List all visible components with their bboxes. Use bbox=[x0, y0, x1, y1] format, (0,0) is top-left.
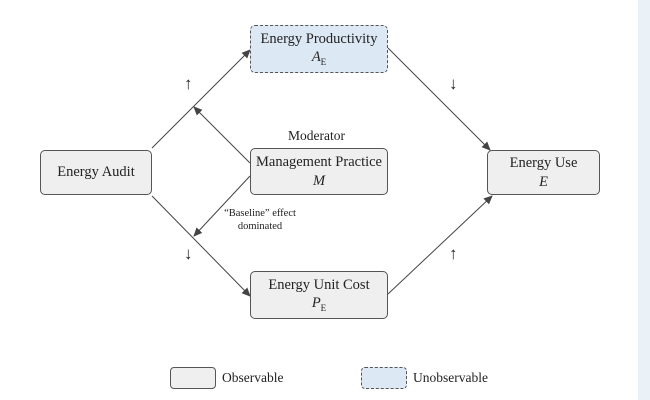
node-energy-unit-cost: Energy Unit Cost PE bbox=[250, 271, 388, 319]
node-label: Energy Unit Cost bbox=[268, 276, 370, 293]
arrow-productivity-to-energy-use bbox=[387, 47, 491, 151]
node-management-practice: Management Practice M bbox=[250, 148, 388, 195]
down-arrow-mark-unit-cost: ↓ bbox=[184, 244, 193, 263]
legend-observable-swatch bbox=[170, 367, 216, 389]
legend-observable-label: Observable bbox=[222, 370, 284, 385]
node-symbol: M bbox=[312, 172, 326, 189]
node-symbol: AE bbox=[311, 48, 327, 67]
node-label: Energy Use bbox=[509, 155, 578, 172]
node-energy-productivity: Energy Productivity AE bbox=[250, 25, 388, 73]
down-arrow-mark-energy-use: ↓ bbox=[449, 74, 458, 93]
node-symbol: E bbox=[539, 173, 548, 190]
legend-unobservable-label: Unobservable bbox=[413, 370, 488, 385]
node-label: Management Practice bbox=[255, 154, 382, 171]
node-label: Energy Audit bbox=[57, 164, 135, 181]
legend-unobservable-swatch bbox=[361, 367, 407, 389]
node-energy-use: Energy Use E bbox=[487, 150, 600, 195]
arrow-audit-to-productivity bbox=[151, 49, 251, 149]
node-label: Energy Productivity bbox=[260, 30, 378, 47]
baseline-effect-note: “Baseline” effect dominated bbox=[224, 208, 296, 233]
arrow-moderator-to-lower-path bbox=[193, 175, 251, 237]
up-arrow-mark-energy-use: ↑ bbox=[449, 244, 458, 263]
node-symbol: PE bbox=[311, 294, 327, 313]
node-energy-audit: Energy Audit bbox=[40, 150, 152, 195]
moderator-label: Moderator bbox=[288, 128, 345, 143]
arrow-unit-cost-to-energy-use bbox=[387, 195, 493, 295]
up-arrow-mark-productivity: ↑ bbox=[184, 74, 193, 93]
arrow-moderator-to-upper-path bbox=[193, 106, 251, 164]
arrow-audit-to-unit-cost bbox=[151, 195, 251, 297]
